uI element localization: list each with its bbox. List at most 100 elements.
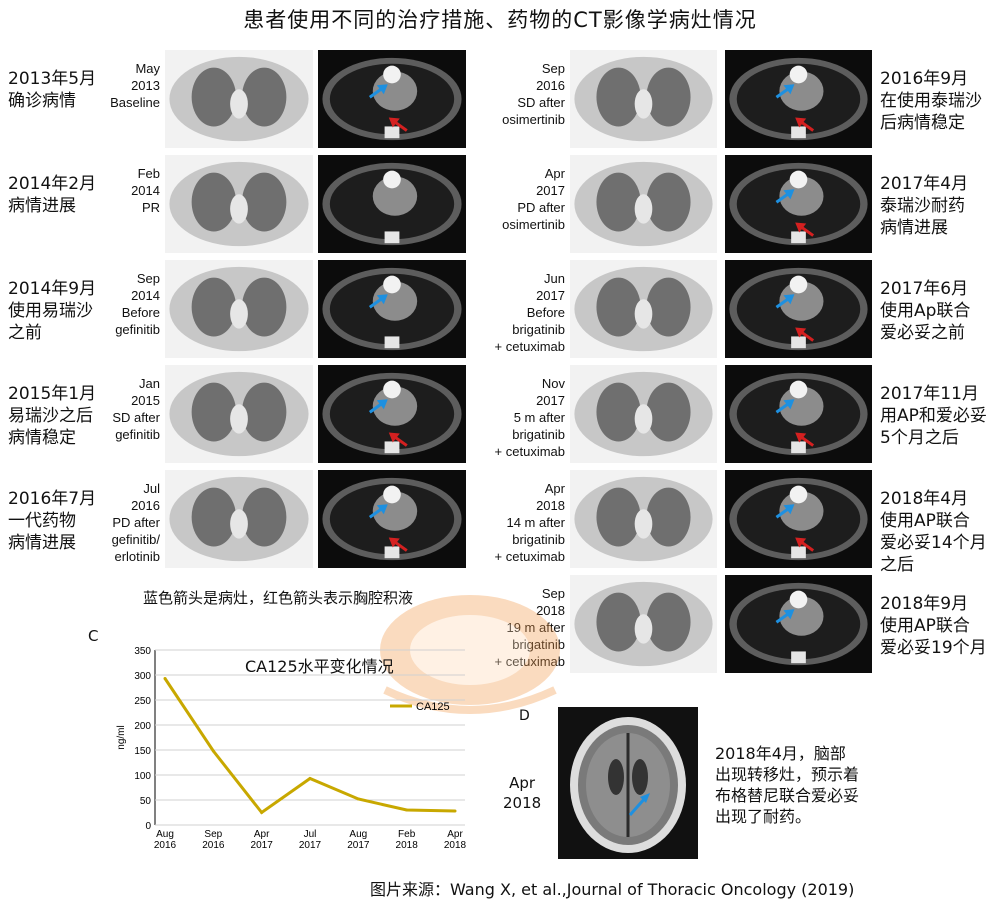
date-label-cn: 2017年6月使用Ap联合爱必妥之前 <box>880 278 970 344</box>
ca125-line-chart: 050100150200250300350ng/mlAug2016Sep2016… <box>116 646 467 851</box>
date-label-cn-line: 2017年6月 <box>880 279 969 299</box>
date-label-en-line: PD after <box>517 200 565 215</box>
date-label-cn-line: 使用易瑞沙 <box>8 301 93 321</box>
date-label-cn: 2015年1月易瑞沙之后病情稳定 <box>8 383 96 449</box>
date-label-cn-line: 使用AP联合 <box>880 511 970 531</box>
data-point <box>211 749 215 753</box>
x-tick-label: 2018 <box>396 840 419 851</box>
ct-lung-window-image <box>570 575 717 673</box>
date-label-cn-line: 病情进展 <box>8 196 76 216</box>
brain-text-line: 2018年4月，脑部 <box>715 744 846 763</box>
date-label-cn-line: 后病情稳定 <box>880 113 965 133</box>
date-label-cn-line: 爱必妥14个月之后 <box>880 533 987 575</box>
date-label-cn-line: 泰瑞沙耐药 <box>880 196 965 216</box>
x-tick-label: 2016 <box>154 840 177 851</box>
date-label-cn: 2014年9月使用易瑞沙之前 <box>8 278 96 344</box>
data-point <box>308 777 312 780</box>
date-label-cn-line: 2017年4月 <box>880 174 969 194</box>
date-label-en-line: gefinitib <box>115 427 160 442</box>
ct-mediastinal-window-image <box>318 50 466 148</box>
ct-lung-window-image <box>165 155 313 253</box>
date-label-en-line: + cetuximab <box>494 549 565 564</box>
date-label-cn-line: 病情进展 <box>8 533 76 553</box>
date-label-en-line: 2017 <box>536 393 565 408</box>
date-label-en-line: erlotinib <box>114 549 160 564</box>
watermark-logo-icon <box>380 595 560 714</box>
date-label-en-line: 2014 <box>131 183 160 198</box>
date-label-cn-line: 确诊病情 <box>8 91 76 111</box>
y-axis-label: ng/ml <box>116 725 127 749</box>
date-label-cn: 2018年4月使用AP联合爱必妥14个月之后 <box>880 488 1000 576</box>
date-label-en-line: Nov <box>541 376 565 391</box>
date-label-cn-line: 2017年11月 <box>880 384 979 404</box>
date-label-cn-line: 爱必妥19个月 <box>880 638 987 658</box>
date-label-en-line: Before <box>526 305 565 320</box>
x-tick-label: Aug <box>349 829 367 840</box>
data-point <box>405 808 409 812</box>
date-label-en-line: 2013 <box>131 78 160 93</box>
x-tick-label: Jul <box>304 829 317 840</box>
date-label-en-line: Baseline <box>110 95 160 110</box>
ct-lung-window-image <box>165 470 313 568</box>
x-tick-label: Aug <box>156 829 174 840</box>
brain-text-line: 布格替尼联合爱必妥 <box>715 786 860 805</box>
date-label-en-line: brigatinib <box>495 636 565 653</box>
date-label-en-line: 19 m after <box>495 619 565 636</box>
date-label-en-line: 2017 <box>536 183 565 198</box>
brain-date-year: 2018 <box>503 794 542 812</box>
date-label-cn-line: 2013年5月 <box>8 69 97 89</box>
ct-lung-window-image <box>165 260 313 358</box>
date-label-en-line: osimertinib <box>502 217 565 232</box>
x-tick-label: 2017 <box>347 840 370 851</box>
date-label-en-line: PR <box>141 200 160 215</box>
date-label-en-line: + cetuximab <box>495 653 565 670</box>
y-tick-label: 250 <box>134 696 151 707</box>
date-label-en-line: brigatinib <box>512 427 565 442</box>
date-label-cn-line: 之前 <box>8 323 42 343</box>
date-label-cn-line: 一代药物 <box>8 511 76 531</box>
date-label-en-line: 2018 <box>536 603 565 618</box>
data-point <box>356 797 360 801</box>
date-label-cn: 2016年9月在使用泰瑞沙后病情稳定 <box>880 68 982 134</box>
arrow-legend-note: 蓝色箭头是病灶，红色箭头表示胸腔积液 <box>143 589 414 607</box>
date-label-en-line: + cetuximab <box>494 444 565 459</box>
x-tick-label: Sep <box>204 829 222 840</box>
date-label-cn: 2016年7月一代药物病情进展 <box>8 488 96 554</box>
date-label-cn-line: 用AP和爱必妥 <box>880 406 987 426</box>
figure-title: 患者使用不同的治疗措施、药物的CT影像学病灶情况 <box>243 8 757 32</box>
date-label-cn-line: 2014年9月 <box>8 279 97 299</box>
date-label-en-line: Feb <box>137 166 160 181</box>
x-tick-label: Apr <box>254 829 270 840</box>
date-label-cn-line: 爱必妥之前 <box>880 323 965 343</box>
y-tick-label: 50 <box>140 796 152 807</box>
ct-lung-window-image <box>570 470 717 568</box>
date-label-cn-line: 2016年7月 <box>8 489 97 509</box>
brain-description: 2018年4月，脑部 出现转移灶，预示着 布格替尼联合爱必妥 出现了耐药。 <box>715 743 859 827</box>
y-tick-label: 100 <box>134 771 151 782</box>
y-tick-label: 150 <box>134 746 151 757</box>
date-label-cn-line: 2018年4月 <box>880 489 969 509</box>
date-label-en-line: osimertinib <box>502 112 565 127</box>
date-label-cn: 2013年5月确诊病情 <box>8 68 96 112</box>
date-label-en-line: 2016 <box>131 498 160 513</box>
date-label-en-line: PD after <box>112 515 160 530</box>
date-label-en-line: + cetuximab <box>494 339 565 354</box>
date-label-en-line: Jul <box>143 481 160 496</box>
brain-date-label: Apr 2018 <box>503 773 541 813</box>
x-tick-label: 2017 <box>251 840 274 851</box>
date-label-cn: 2014年2月病情进展 <box>8 173 96 217</box>
date-label-cn-line: 使用AP联合 <box>880 616 970 636</box>
ct-mediastinal-window-image <box>725 575 872 673</box>
